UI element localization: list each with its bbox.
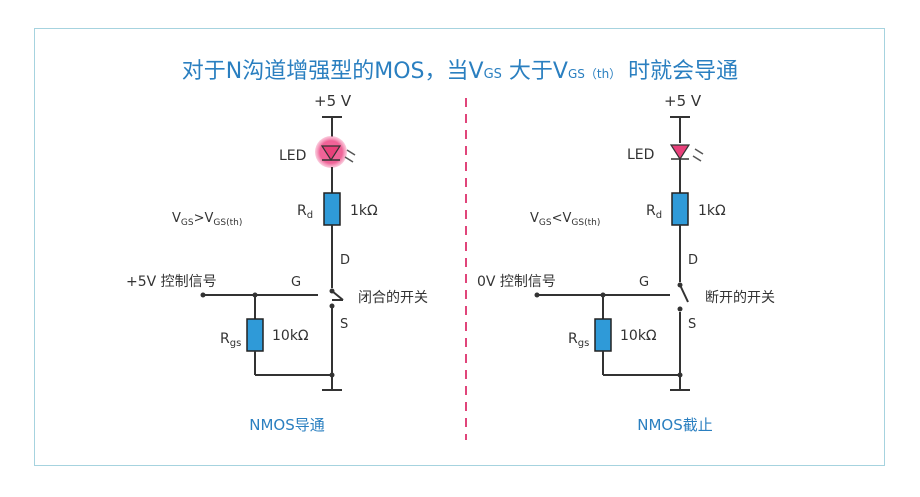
left-rgs-value: 10kΩ <box>272 328 309 344</box>
left-drain-label: D <box>340 253 350 268</box>
right-rd-resistor <box>671 192 689 226</box>
right-rd-value: 1kΩ <box>698 203 726 219</box>
left-ground-junction <box>329 372 335 378</box>
left-gate-label: G <box>291 275 301 290</box>
right-led-symbol <box>669 144 704 162</box>
left-vgs-condition: VGS>VGS(th) <box>172 211 242 228</box>
right-drain-label: D <box>688 253 698 268</box>
left-rgs-label: Rgs <box>220 331 241 349</box>
left-rd-resistor <box>323 192 341 226</box>
left-closed-switch <box>329 288 344 309</box>
right-led-label: LED <box>627 147 654 163</box>
left-rgs-resistor <box>246 318 264 352</box>
right-vgs-condition: VGS<VGS(th) <box>530 211 600 228</box>
left-rd-value: 1kΩ <box>350 203 378 219</box>
left-rd-label: Rd <box>297 203 313 221</box>
left-switch-label: 闭合的开关 <box>358 290 428 306</box>
right-supply-label: +5 V <box>664 92 702 110</box>
right-open-switch <box>677 282 689 312</box>
right-ground-junction <box>677 372 683 378</box>
left-caption: NMOS导通 <box>249 416 325 434</box>
right-rgs-resistor <box>594 318 612 352</box>
left-supply-label: +5 V <box>314 92 352 110</box>
diagram-frame <box>34 28 885 466</box>
left-led-symbol <box>320 145 356 163</box>
right-signal-label: 0V 控制信号 <box>477 274 556 290</box>
right-rgs-label: Rgs <box>568 331 589 349</box>
left-signal-label: +5V 控制信号 <box>126 274 217 290</box>
diagram-title: 对于N沟道增强型的MOS，当VGS 大于VGS（th） 时就会导通 <box>182 59 738 84</box>
right-caption: NMOS截止 <box>637 416 713 434</box>
left-circuit: +5 V LED Rd 1kΩ D VGS>VGS(th) 闭合的开关 S +5 <box>126 92 428 434</box>
right-rd-label: Rd <box>646 203 662 221</box>
left-led-label: LED <box>279 148 306 164</box>
left-source-label: S <box>340 317 348 332</box>
right-rgs-value: 10kΩ <box>620 328 657 344</box>
right-gate-label: G <box>639 275 649 290</box>
right-circuit: +5 V LED Rd 1kΩ D VGS<VGS(th) 断开的开关 S 0V… <box>477 92 775 434</box>
right-source-label: S <box>688 317 696 332</box>
right-switch-label: 断开的开关 <box>705 290 775 306</box>
